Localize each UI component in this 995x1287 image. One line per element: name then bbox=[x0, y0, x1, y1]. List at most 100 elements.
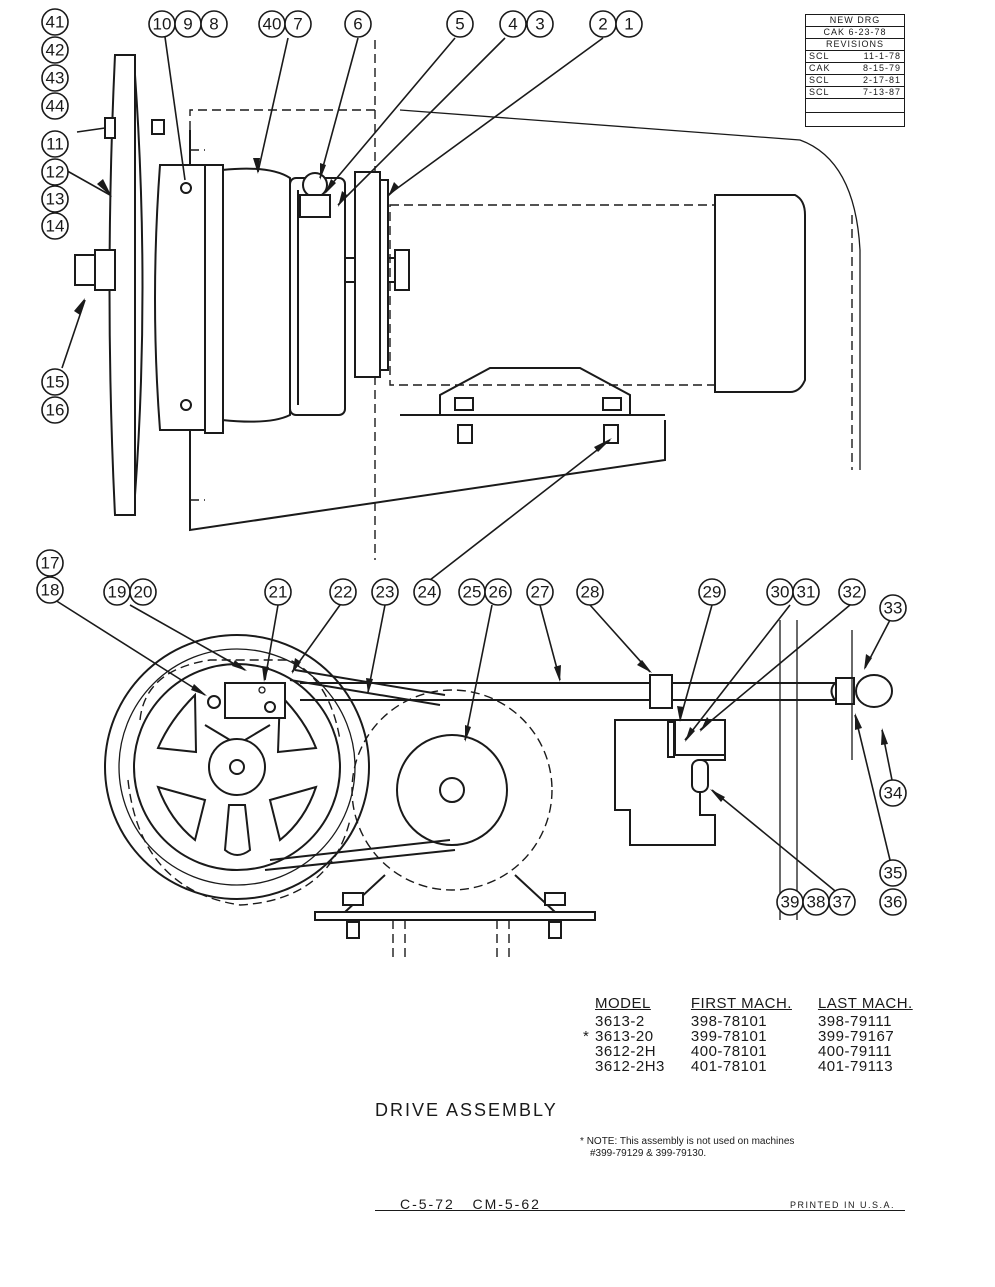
last-mach-cell: 401-79113 bbox=[817, 1058, 894, 1075]
page-title: DRIVE ASSEMBLY bbox=[375, 1100, 558, 1120]
svg-text:42: 42 bbox=[46, 41, 65, 60]
note-label: NOTE: bbox=[586, 1136, 618, 1147]
callout-18: 18 bbox=[36, 576, 64, 604]
callout-41: 41 bbox=[41, 8, 69, 36]
callout-29: 29 bbox=[698, 578, 726, 606]
model-cell: 3612-2H3 bbox=[595, 1058, 665, 1075]
callout-15: 15 bbox=[41, 368, 69, 396]
svg-text:1: 1 bbox=[624, 15, 633, 34]
svg-text:31: 31 bbox=[797, 583, 816, 602]
svg-text:41: 41 bbox=[46, 13, 65, 32]
table-row: 3612-2H 400-78101 400-79111 bbox=[583, 1044, 927, 1059]
callout-31: 31 bbox=[792, 578, 820, 606]
callout-22: 22 bbox=[329, 578, 357, 606]
callout-16: 16 bbox=[41, 396, 69, 424]
svg-text:28: 28 bbox=[581, 583, 600, 602]
table-row: 3612-2H3 401-78101 401-79113 bbox=[583, 1059, 927, 1074]
svg-text:5: 5 bbox=[455, 15, 464, 34]
table-row: *3613-20 399-78101 399-79167 bbox=[583, 1029, 927, 1044]
svg-text:30: 30 bbox=[771, 583, 790, 602]
callout-2: 2 bbox=[589, 10, 617, 38]
callout-13: 13 bbox=[41, 185, 69, 213]
svg-text:7: 7 bbox=[293, 15, 302, 34]
revision-row-empty bbox=[806, 113, 904, 126]
new-drg-label: NEW DRG bbox=[806, 15, 904, 27]
last-mach-cell: 399-79167 bbox=[817, 1028, 895, 1045]
callout-26: 26 bbox=[484, 578, 512, 606]
svg-text:2: 2 bbox=[598, 15, 607, 34]
svg-text:34: 34 bbox=[884, 784, 903, 803]
first-mach-cell: 401-78101 bbox=[690, 1058, 768, 1075]
callout-10: 10 bbox=[148, 10, 176, 38]
svg-text:6: 6 bbox=[353, 15, 362, 34]
callout-11: 11 bbox=[41, 130, 69, 158]
svg-text:15: 15 bbox=[46, 373, 65, 392]
svg-text:14: 14 bbox=[46, 217, 65, 236]
svg-text:3: 3 bbox=[535, 15, 544, 34]
svg-text:4: 4 bbox=[508, 15, 517, 34]
note-mark: * bbox=[580, 1136, 584, 1147]
table-row: 3613-2 398-78101 398-79111 bbox=[583, 1014, 927, 1029]
svg-text:36: 36 bbox=[884, 893, 903, 912]
last-mach-cell: 400-79111 bbox=[817, 1043, 892, 1060]
svg-text:19: 19 bbox=[108, 583, 127, 602]
footer-rule bbox=[375, 1210, 905, 1211]
svg-text:11: 11 bbox=[46, 135, 64, 154]
callout-20: 20 bbox=[129, 578, 157, 606]
callout-28: 28 bbox=[576, 578, 604, 606]
svg-text:25: 25 bbox=[463, 583, 482, 602]
drawing-codes: C-5-72 CM-5-62 bbox=[400, 1196, 541, 1212]
svg-text:9: 9 bbox=[183, 15, 192, 34]
callout-24: 24 bbox=[413, 578, 441, 606]
svg-text:40: 40 bbox=[263, 15, 282, 34]
svg-text:29: 29 bbox=[703, 583, 722, 602]
model-cell: 3613-2 bbox=[595, 1013, 645, 1030]
callout-39: 39 bbox=[776, 888, 804, 916]
callout-30: 30 bbox=[766, 578, 794, 606]
top-view bbox=[74, 40, 861, 560]
callout-33: 33 bbox=[879, 594, 907, 622]
svg-text:26: 26 bbox=[489, 583, 508, 602]
callout-1: 1 bbox=[615, 10, 643, 38]
callouts: 41 42 43 44 11 12 13 14 15 16 10 9 8 40 … bbox=[36, 8, 907, 916]
first-mach-cell: 399-78101 bbox=[690, 1028, 768, 1045]
arrowheads bbox=[74, 158, 888, 802]
svg-text:32: 32 bbox=[843, 583, 862, 602]
callout-44: 44 bbox=[41, 92, 69, 120]
callout-5: 5 bbox=[446, 10, 474, 38]
revision-row-empty bbox=[806, 99, 904, 113]
svg-text:39: 39 bbox=[781, 893, 800, 912]
callout-9: 9 bbox=[174, 10, 202, 38]
leader-lines bbox=[54, 36, 894, 896]
callout-43: 43 bbox=[41, 64, 69, 92]
svg-text:43: 43 bbox=[46, 69, 65, 88]
svg-text:8: 8 bbox=[209, 15, 218, 34]
svg-text:38: 38 bbox=[807, 893, 826, 912]
svg-text:21: 21 bbox=[269, 583, 288, 602]
callout-23: 23 bbox=[371, 578, 399, 606]
svg-text:23: 23 bbox=[376, 583, 395, 602]
column-header-model: MODEL bbox=[595, 995, 651, 1012]
svg-text:27: 27 bbox=[531, 583, 550, 602]
last-mach-cell: 398-79111 bbox=[817, 1013, 892, 1030]
column-header-first-mach: FIRST MACH. bbox=[690, 995, 792, 1012]
callout-7: 7 bbox=[284, 10, 312, 38]
svg-text:35: 35 bbox=[884, 864, 903, 883]
printed-in-usa: PRINTED IN U.S.A. bbox=[790, 1200, 896, 1210]
callout-12: 12 bbox=[41, 158, 69, 186]
note-line-1: * NOTE: This assembly is not used on mac… bbox=[580, 1136, 870, 1148]
revisions-heading: REVISIONS bbox=[806, 39, 904, 51]
model-table: MODEL FIRST MACH. LAST MACH. 3613-2 398-… bbox=[583, 995, 927, 1074]
svg-text:20: 20 bbox=[134, 583, 153, 602]
svg-text:18: 18 bbox=[41, 581, 60, 600]
svg-text:12: 12 bbox=[46, 163, 65, 182]
callout-17: 17 bbox=[36, 549, 64, 577]
callout-27: 27 bbox=[526, 578, 554, 606]
callout-32: 32 bbox=[838, 578, 866, 606]
svg-text:44: 44 bbox=[46, 97, 65, 116]
callout-40: 40 bbox=[258, 10, 286, 38]
